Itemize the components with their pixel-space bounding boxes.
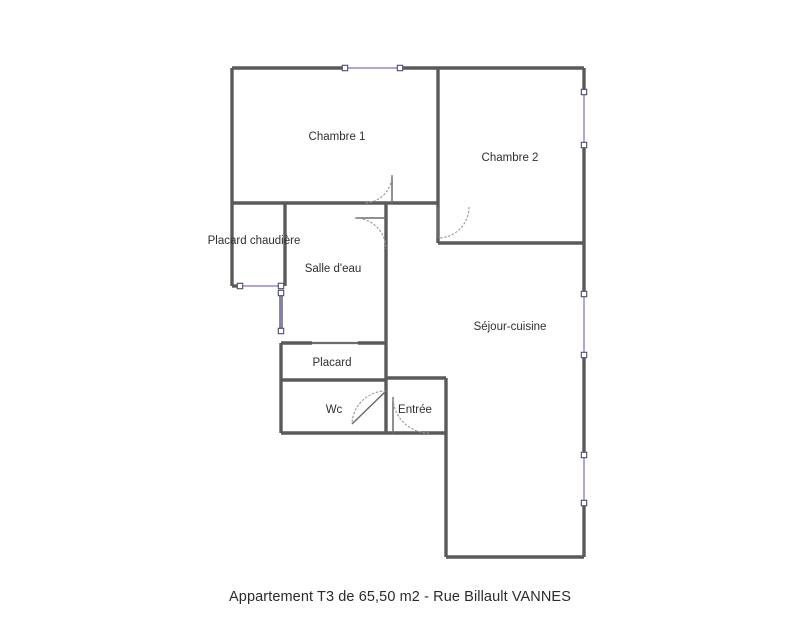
- room-label-placard: Placard: [313, 357, 352, 369]
- room-label-sejour-cuisine: Séjour-cuisine: [474, 321, 547, 333]
- window-endpoint-marker: [341, 64, 349, 72]
- room-label-chambre-2: Chambre 2: [482, 152, 539, 164]
- doors-layer: [351, 174, 470, 434]
- window-endpoint-marker: [580, 451, 588, 459]
- room-label-chambre-1: Chambre 1: [309, 131, 366, 143]
- room-label-placard-chaudiere: Placard chaudière: [208, 235, 301, 247]
- windows-layer: [236, 64, 588, 507]
- window-endpoint-marker: [277, 289, 285, 297]
- window-endpoint-marker: [396, 64, 404, 72]
- room-label-entree: Entrée: [398, 404, 432, 416]
- room-label-salle-d-eau: Salle d'eau: [305, 263, 362, 275]
- plan-caption: Appartement T3 de 65,50 m2 - Rue Billaul…: [229, 589, 571, 605]
- door-swing-arc: [437, 206, 470, 239]
- window-endpoint-marker: [236, 282, 244, 290]
- door-swing-arc: [363, 174, 393, 204]
- window-endpoint-marker: [580, 351, 588, 359]
- window-endpoint-marker: [277, 282, 285, 290]
- window-endpoint-marker: [580, 499, 588, 507]
- door-swing-arc: [392, 396, 430, 434]
- window-endpoint-marker: [580, 141, 588, 149]
- door-leaf: [351, 390, 387, 425]
- window-endpoint-marker: [580, 290, 588, 298]
- door-swing-arc: [354, 217, 387, 250]
- room-label-wc: Wc: [326, 404, 343, 416]
- door-swing-arc: [351, 390, 387, 425]
- room-labels-layer: Chambre 1 Chambre 2 Placard chaudièreSalle…: [208, 131, 547, 416]
- window-endpoint-marker: [580, 88, 588, 96]
- window-endpoint-marker: [277, 327, 285, 335]
